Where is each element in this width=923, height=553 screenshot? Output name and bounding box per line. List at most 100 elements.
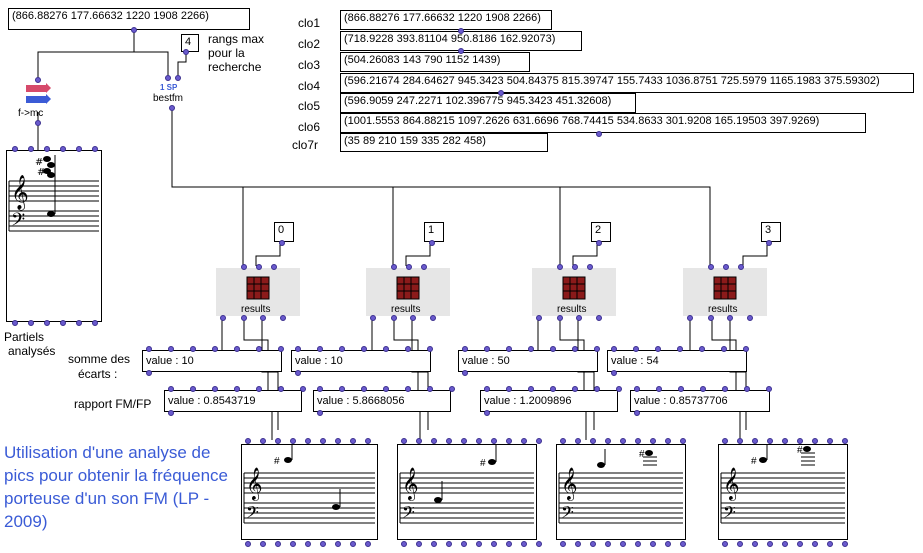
connection-dot[interactable]: [656, 386, 662, 392]
connection-dot[interactable]: [536, 438, 542, 444]
connection-dot[interactable]: [44, 320, 50, 326]
index-box-1[interactable]: 1: [424, 222, 444, 242]
connection-dot[interactable]: [680, 438, 686, 444]
connection-dot[interactable]: [737, 438, 743, 444]
connection-dot[interactable]: [361, 346, 367, 352]
connection-dot[interactable]: [234, 386, 240, 392]
connection-dot[interactable]: [212, 346, 218, 352]
connection-dot[interactable]: [462, 370, 468, 376]
connection-dot[interactable]: [76, 320, 82, 326]
connection-dot[interactable]: [427, 386, 433, 392]
connection-dot[interactable]: [190, 346, 196, 352]
connection-dot[interactable]: [722, 386, 728, 392]
connection-dot[interactable]: [278, 346, 284, 352]
connection-dot[interactable]: [260, 438, 266, 444]
connection-dot[interactable]: [350, 438, 356, 444]
connection-dot[interactable]: [391, 315, 397, 321]
connection-dot[interactable]: [317, 386, 323, 392]
connection-dot[interactable]: [290, 438, 296, 444]
connection-dot[interactable]: [596, 315, 602, 321]
connection-dot[interactable]: [410, 315, 416, 321]
connection-dot[interactable]: [550, 346, 556, 352]
connection-dot[interactable]: [605, 438, 611, 444]
results-module-2[interactable]: results: [532, 268, 616, 316]
connection-dot[interactable]: [383, 346, 389, 352]
results-module-0[interactable]: results: [216, 268, 300, 316]
connection-dot[interactable]: [146, 370, 152, 376]
connection-dot[interactable]: [738, 264, 744, 270]
connection-dot[interactable]: [280, 315, 286, 321]
bestfm-icon[interactable]: 1 SP: [160, 83, 178, 92]
connection-dot[interactable]: [421, 264, 427, 270]
connection-dot[interactable]: [521, 438, 527, 444]
connection-dot[interactable]: [611, 346, 617, 352]
connection-dot[interactable]: [44, 146, 50, 152]
connection-dot[interactable]: [401, 438, 407, 444]
connection-dot[interactable]: [737, 541, 743, 547]
connection-dot[interactable]: [484, 386, 490, 392]
inlet-dot[interactable]: [35, 77, 41, 83]
connection-dot[interactable]: [594, 386, 600, 392]
connection-dot[interactable]: [256, 386, 262, 392]
connection-dot[interactable]: [560, 541, 566, 547]
outlet-dot[interactable]: [596, 131, 602, 137]
connection-dot[interactable]: [370, 315, 376, 321]
connection-dot[interactable]: [767, 541, 773, 547]
connection-dot[interactable]: [708, 264, 714, 270]
connection-dot[interactable]: [678, 386, 684, 392]
connection-dot[interactable]: [634, 386, 640, 392]
connection-dot[interactable]: [752, 438, 758, 444]
connection-dot[interactable]: [557, 264, 563, 270]
connection-dot[interactable]: [241, 315, 247, 321]
connection-dot[interactable]: [767, 438, 773, 444]
connection-dot[interactable]: [722, 438, 728, 444]
connection-dot[interactable]: [797, 541, 803, 547]
connection-dot[interactable]: [427, 346, 433, 352]
connection-dot[interactable]: [146, 346, 152, 352]
clo4-list[interactable]: (596.21674 284.64627 945.3423 504.84375 …: [340, 73, 914, 93]
clo3-list[interactable]: (504.26083 143 790 1152 1439): [340, 52, 530, 72]
fm-staff-1[interactable]: 𝄞 𝄢 #: [397, 444, 537, 540]
rangs-number-box[interactable]: 4: [181, 34, 199, 52]
outlet-dot[interactable]: [131, 27, 137, 33]
connection-dot[interactable]: [275, 438, 281, 444]
connection-dot[interactable]: [275, 541, 281, 547]
connection-dot[interactable]: [256, 346, 262, 352]
clo2-list[interactable]: (718.9228 393.81104 950.8186 162.92073): [340, 31, 582, 51]
connection-dot[interactable]: [650, 438, 656, 444]
somme-value-0[interactable]: value : 10: [142, 350, 282, 372]
connection-dot[interactable]: [536, 315, 542, 321]
connection-dot[interactable]: [766, 240, 772, 246]
connection-dot[interactable]: [446, 438, 452, 444]
connection-dot[interactable]: [278, 386, 284, 392]
connection-dot[interactable]: [168, 386, 174, 392]
connection-dot[interactable]: [416, 438, 422, 444]
connection-dot[interactable]: [665, 438, 671, 444]
connection-dot[interactable]: [650, 541, 656, 547]
clo5-list[interactable]: (596.9059 247.2271 102.396775 945.3423 4…: [340, 93, 636, 113]
connection-dot[interactable]: [391, 264, 397, 270]
connection-dot[interactable]: [827, 541, 833, 547]
main-input-list[interactable]: (866.88276 177.66632 1220 1908 2266): [8, 8, 250, 30]
connection-dot[interactable]: [430, 315, 436, 321]
connection-dot[interactable]: [506, 438, 512, 444]
connection-dot[interactable]: [744, 386, 750, 392]
rapport-value-1[interactable]: value : 5.8668056: [313, 390, 451, 412]
connection-dot[interactable]: [220, 315, 226, 321]
connection-dot[interactable]: [572, 264, 578, 270]
connection-dot[interactable]: [28, 320, 34, 326]
connection-dot[interactable]: [521, 541, 527, 547]
inlet-dot[interactable]: [165, 75, 171, 81]
connection-dot[interactable]: [727, 315, 733, 321]
connection-dot[interactable]: [635, 438, 641, 444]
connection-dot[interactable]: [766, 386, 772, 392]
connection-dot[interactable]: [476, 541, 482, 547]
connection-dot[interactable]: [429, 240, 435, 246]
connection-dot[interactable]: [827, 438, 833, 444]
connection-dot[interactable]: [365, 541, 371, 547]
connection-dot[interactable]: [260, 541, 266, 547]
connection-dot[interactable]: [279, 240, 285, 246]
connection-dot[interactable]: [60, 320, 66, 326]
connection-dot[interactable]: [317, 346, 323, 352]
connection-dot[interactable]: [317, 410, 323, 416]
